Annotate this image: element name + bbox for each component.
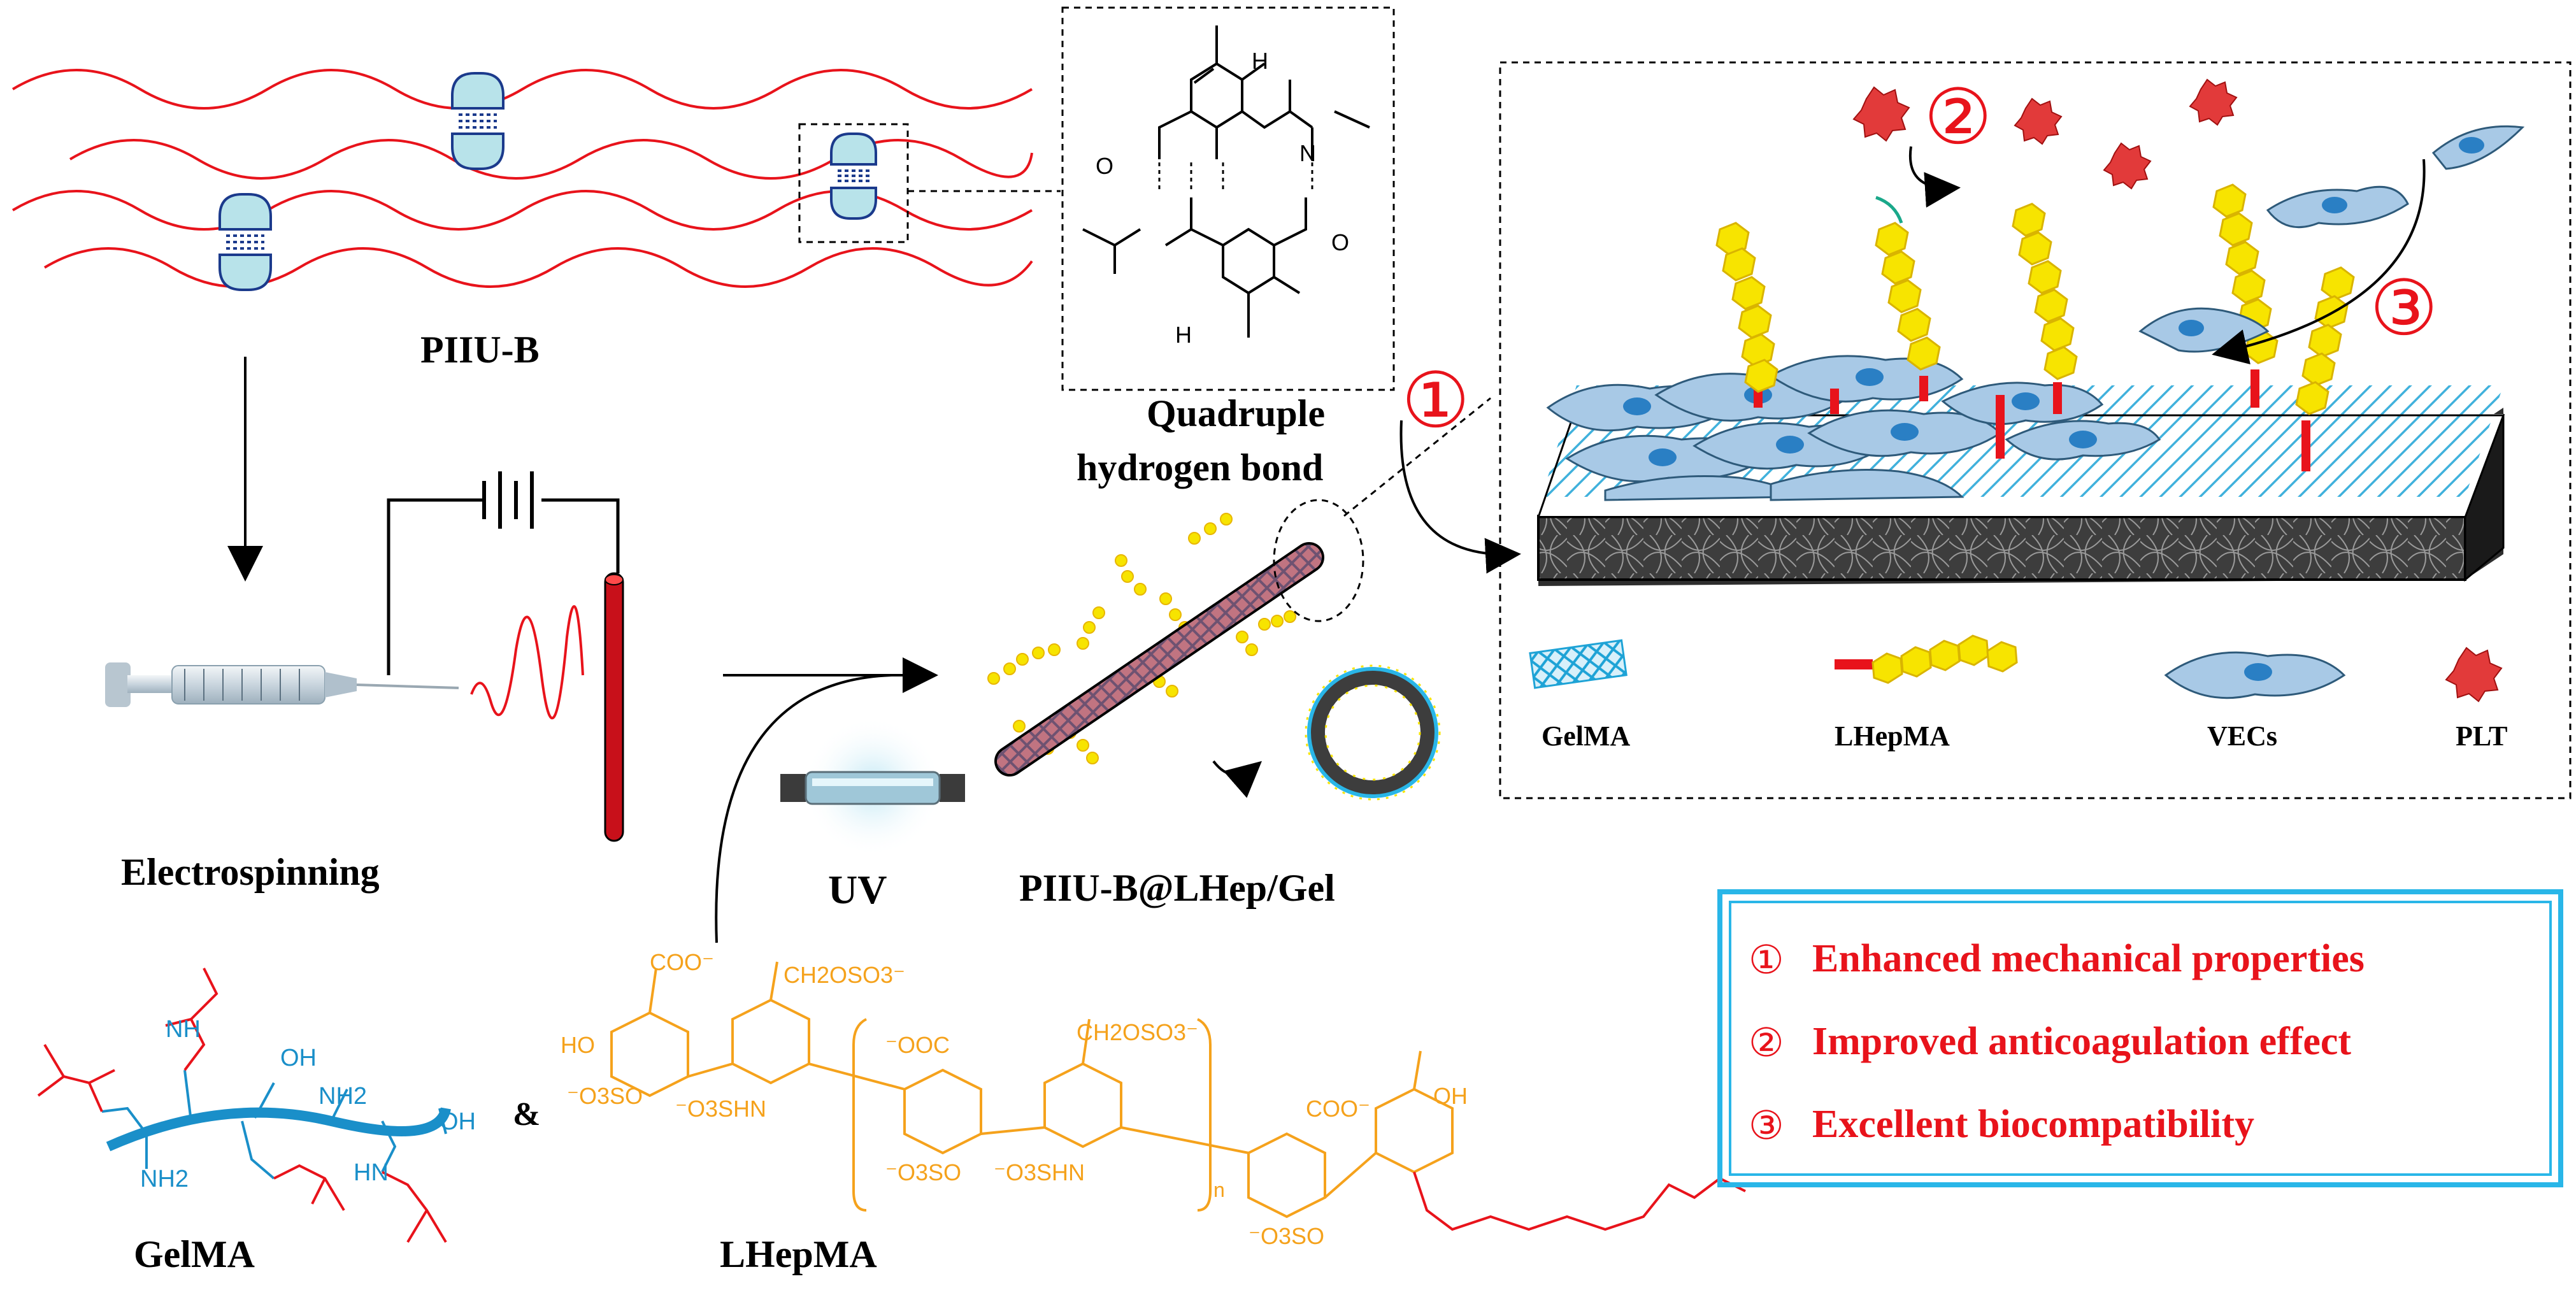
legend-vecs-label: VECs <box>2207 720 2278 752</box>
step-three-marker: ③ <box>2370 266 2438 351</box>
jet-wave <box>470 604 584 720</box>
platelets <box>1852 78 2238 190</box>
chem-o3shn: ⁻O3SHN <box>994 1159 1085 1185</box>
chem-n: N <box>1299 140 1316 166</box>
quadruple-label-line2: hydrogen bond <box>1077 447 1324 489</box>
polymer-chain <box>11 190 1033 231</box>
lhepma-label: LHepMA <box>720 1233 877 1275</box>
circuit-wire <box>387 498 620 675</box>
lhepma-linker <box>1413 1171 1746 1231</box>
chem-nh: NH <box>166 1016 201 1043</box>
step-one-marker: ① <box>1401 359 1470 443</box>
chem-h: H <box>1175 322 1192 348</box>
chem-o3shn: ⁻O3SHN <box>675 1096 767 1122</box>
zoom-ellipse <box>1273 499 1364 622</box>
zoom-in-arrow <box>1399 420 1521 574</box>
hbond-capsule <box>218 193 272 291</box>
hbond-capsule <box>451 72 504 170</box>
feature-1-text: Enhanced mechanical properties <box>1812 937 2365 980</box>
lhepma-structure <box>610 961 1454 1219</box>
feature-3-num: ③ <box>1749 1105 1784 1148</box>
gelma-legend-icon <box>1529 639 1628 689</box>
electrospinning-setup <box>105 471 624 842</box>
chem-ch2oso3: CH2OSO3⁻ <box>784 962 906 988</box>
product-label: PIIU-B@LHep/Gel <box>1019 867 1335 909</box>
vec-cells <box>1546 355 2161 501</box>
uv-label: UV <box>828 867 887 912</box>
legend-icons <box>1529 634 2503 703</box>
feature-2-text: Improved anticoagulation effect <box>1812 1020 2352 1063</box>
collector-rod <box>604 572 624 842</box>
chem-ho: HO <box>561 1032 595 1058</box>
electrospinning-label: Electrospinning <box>121 851 380 893</box>
curve-arrow <box>715 674 892 943</box>
chem-h: H <box>1252 48 1268 74</box>
platelet-icon <box>1852 86 1910 142</box>
feature-2-num: ② <box>1749 1022 1784 1065</box>
hbond-capsule <box>830 132 877 220</box>
hbond-structure-box <box>1061 6 1395 391</box>
polymer-chain <box>43 247 1033 288</box>
chem-coo: COO⁻ <box>650 949 715 975</box>
chem-o: O <box>1096 153 1114 179</box>
chem-hn: HN <box>354 1159 389 1186</box>
legend-plt-label: PLT <box>2456 720 2508 752</box>
chem-o3so: ⁻O3SO <box>567 1083 643 1109</box>
platelet-icon <box>2014 97 2063 145</box>
hbond-units <box>218 72 1061 291</box>
feature-1-num: ① <box>1749 939 1784 982</box>
gelma-structure <box>37 968 451 1243</box>
feature-3-text: Excellent biocompatibility <box>1812 1103 2255 1146</box>
features-box-inner <box>1729 901 2552 1176</box>
piiu-b-label: PIIU-B <box>420 329 540 371</box>
zoom-box <box>798 123 909 243</box>
legend-gelma-label: GelMA <box>1542 720 1631 752</box>
vec-legend-icon <box>2164 651 2346 699</box>
migrate-arrow <box>2212 159 2426 364</box>
lhepma-legend-icon <box>1835 634 2018 684</box>
chem-ooc: ⁻OOC <box>885 1032 950 1058</box>
chem-o3so: ⁻O3SO <box>885 1159 962 1185</box>
lhepma-chains <box>1715 183 2355 471</box>
chem-coo: COO⁻ <box>1306 1096 1371 1122</box>
features-box-outer <box>1717 889 2563 1187</box>
hbond-structure <box>1082 25 1370 338</box>
uv-lamp-icon <box>780 717 965 857</box>
chem-nh2: NH2 <box>318 1083 368 1110</box>
quadruple-label-line1: Quadruple <box>1147 392 1326 434</box>
chem-oh: OH <box>1433 1083 1468 1109</box>
gelma-label: GelMA <box>134 1233 255 1275</box>
polymer-chains <box>11 69 1033 288</box>
platelet-icon <box>2103 142 2152 190</box>
polymer-chain <box>11 69 1033 110</box>
step-two-marker: ② <box>1924 75 1993 160</box>
platelet-icon <box>2189 78 2238 126</box>
chem-oh: OH <box>440 1108 476 1135</box>
chem-n-subscript: n <box>1213 1178 1225 1201</box>
fiber-cross-section <box>1305 664 1441 801</box>
chem-ch2oso3: CH2OSO3⁻ <box>1077 1019 1199 1045</box>
chem-o3so: ⁻O3SO <box>1249 1223 1325 1249</box>
legend-lhepma-label: LHepMA <box>1835 720 1950 752</box>
battery-icon <box>482 471 534 529</box>
chem-oh: OH <box>280 1045 317 1071</box>
product-fiber <box>987 397 1491 801</box>
plt-legend-icon <box>2445 647 2503 703</box>
chem-o: O <box>1331 229 1350 255</box>
polymer-chain <box>69 139 1033 180</box>
chem-nh2: NH2 <box>140 1166 189 1192</box>
ampersand-label: & <box>513 1096 541 1133</box>
syringe-icon <box>105 662 459 707</box>
repel-arrow <box>1908 146 1961 208</box>
